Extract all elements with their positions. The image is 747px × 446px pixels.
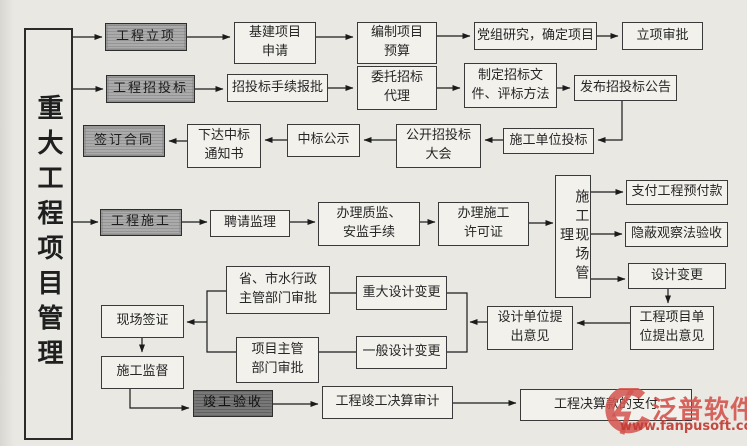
node-site-visa: 现场签证 [101, 305, 184, 338]
node-issue-award-notice: 下达中标通知书 [187, 124, 261, 168]
watermark-url: www.fanpusoft.com [620, 419, 747, 434]
node-hire-supervisor: 聘请监理 [210, 210, 290, 237]
node-project-initiation-stage: 工程立项 [105, 23, 187, 51]
node-major-design-change: 重大设计变更 [356, 276, 447, 310]
node-design-unit-opinion: 设计单位提出意见 [487, 306, 573, 350]
node-project-authority-approval: 项目主管部门审批 [236, 337, 319, 383]
flow-connector [129, 389, 190, 411]
node-prepare-bid-documents: 制定招标文件、评标方法 [464, 63, 557, 108]
flow-connector [597, 101, 623, 143]
node-provincial-water-authority-approval: 省、市水行政主管部门审批 [226, 266, 330, 314]
node-construction-stage: 工程施工 [100, 209, 182, 236]
node-project-unit-opinion: 工程项目单位提出意见 [630, 306, 714, 350]
node-minor-design-change: 一般设计变更 [356, 336, 447, 369]
node-award-publicity: 中标公示 [287, 124, 360, 157]
watermark-brand: 泛普软件 [652, 395, 747, 424]
node-completion-acceptance-stage: 竣工验收 [193, 390, 273, 417]
diagram-title: 重大工程项目管理 [33, 94, 63, 374]
node-publish-bid-announcement: 发布招投标公告 [574, 75, 677, 101]
watermark: 泛普软件 www.fanpusoft.com [598, 388, 747, 444]
fanpu-logo-icon [605, 388, 651, 435]
node-bidding-stage: 工程招投标 [106, 75, 195, 103]
node-bidding-procedure-approval: 招投标手续报批 [227, 74, 328, 102]
node-initiation-approval: 立项审批 [622, 22, 703, 50]
node-budget-preparation: 编制项目预算 [357, 22, 437, 64]
node-construction-permit: 办理施工许可证 [438, 202, 529, 246]
node-site-management: 施工现场管理 [555, 175, 591, 298]
node-contractor-bidding: 施工单位投标 [503, 128, 594, 154]
node-concealed-work-acceptance: 隐蔽观察法验收 [625, 222, 728, 247]
node-quality-safety-procedures: 办理质监、安监手续 [318, 202, 420, 246]
node-design-change: 设计变更 [628, 263, 726, 289]
node-final-account-audit: 工程竣工决算审计 [322, 386, 453, 419]
node-entrust-bidding-agency: 委托招标代理 [357, 66, 437, 110]
node-open-bidding-conference: 公开招投标大会 [396, 124, 481, 168]
main-title-frame: 重大工程项目管理 [24, 28, 73, 440]
node-advance-payment: 支付工程预付款 [626, 180, 728, 205]
connectors [73, 33, 671, 411]
node-construction-supervision: 施工监督 [101, 356, 184, 389]
flow-connector [447, 292, 468, 353]
node-capital-project-application: 基建项目申请 [234, 22, 316, 64]
node-party-group-review: 党组研究，确定项目 [474, 22, 597, 50]
node-sign-contract-stage: 签订合同 [83, 125, 165, 157]
